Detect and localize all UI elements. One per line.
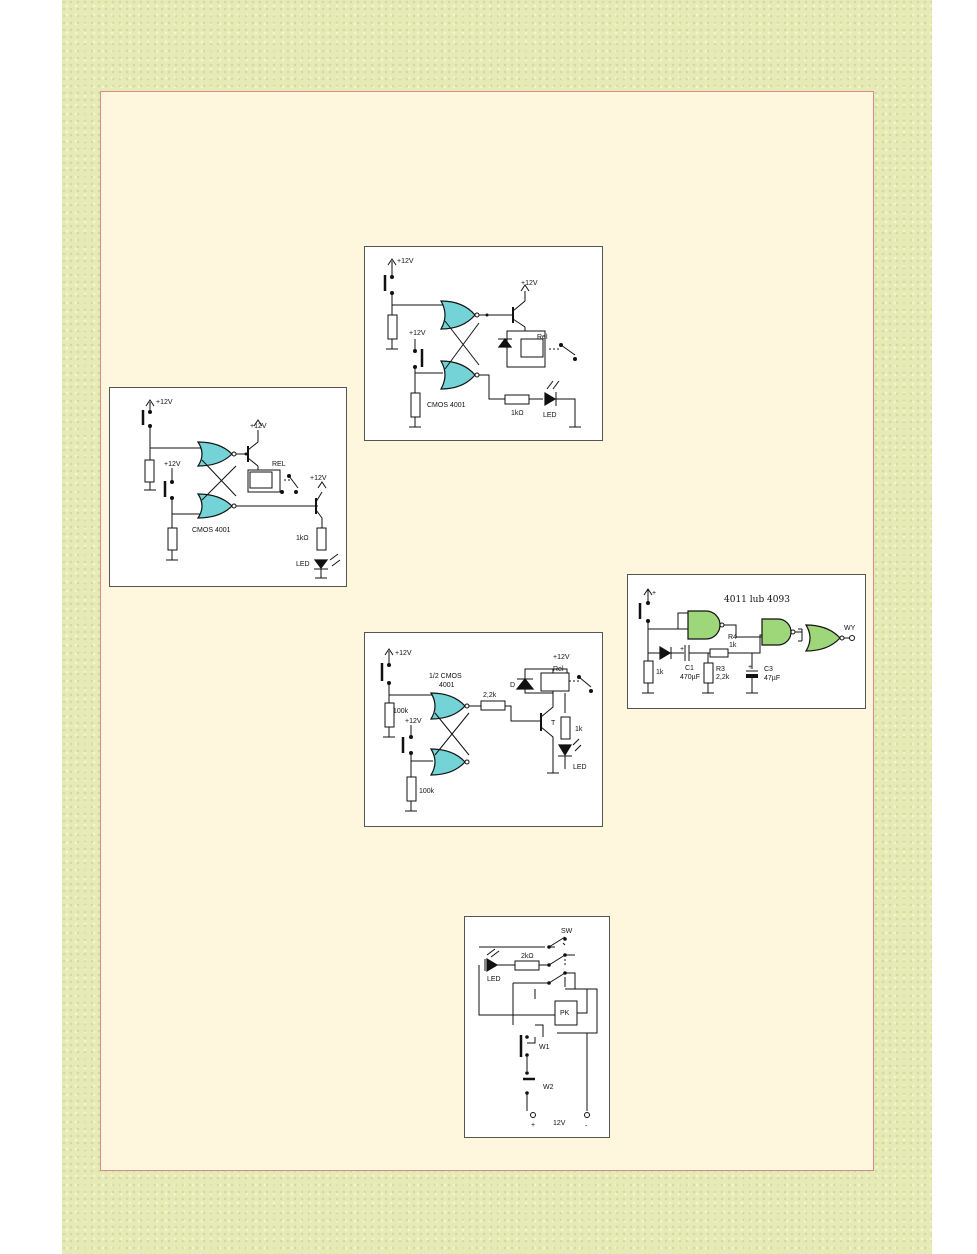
label-r-base: 2,2k [483,692,497,699]
label-r4-value: 1k [729,642,737,649]
label-r-led: 1k [575,726,583,733]
label-relay: Rel [537,334,548,341]
label-c3-name: C3 [764,666,773,673]
label-supply-top: +12V [395,650,412,657]
label-c1-value: 470µF [680,674,700,681]
label-r1: 1k [656,669,664,676]
diagram-title: 4011 lub 4093 [724,595,790,605]
schematic-panel-3: +12V +12V +12V 1/2 CMOS 4001 100k 100k 2… [364,632,603,827]
label-relay: Rel [553,666,564,673]
label-resistor: 2kΩ [521,953,534,960]
label-plus-2: + [748,664,752,671]
label-led: LED [543,412,557,419]
label-supply-button: +12V [405,718,422,725]
label-transistor: T [551,720,556,727]
label-ic: CMOS 4001 [427,402,466,409]
label-supply-transistor: +12V [521,280,538,287]
label-ic: CMOS 4001 [192,527,231,534]
schematic-panel-5: SW 2kΩ LED PK W1 W2 12V + - [464,916,610,1138]
label-supply: + [652,590,656,597]
label-supply-top: +12V [156,399,173,406]
label-led: LED [487,976,501,983]
label-supply-button: +12V [409,330,426,337]
schematic-panel-2: +12V +12V +12V Rel CMOS 4001 1kΩ LED [364,246,603,441]
label-output: WY [844,625,856,632]
label-supply-transistor: +12V [250,423,267,430]
label-switch: SW [561,928,573,935]
label-ic-2: 4001 [439,682,455,689]
label-resistor: 1kΩ [511,410,524,417]
label-led: LED [573,764,587,771]
label-button-1: W1 [539,1044,550,1051]
label-r4-name: R4 [728,634,737,641]
label-minus: - [585,1123,588,1130]
schematic-panel-1: +12V +12V +12V +12V REL CMOS 4001 1kΩ LE… [109,387,347,587]
label-voltage: 12V [553,1120,566,1127]
label-plus-1: + [680,646,684,653]
label-r-top: 100k [393,708,409,715]
label-c3-value: 47µF [764,675,780,682]
label-r3-name: R3 [716,666,725,673]
label-ic-1: 1/2 CMOS [429,673,462,680]
label-supply-top: +12V [397,258,414,265]
label-supply-relay: +12V [553,654,570,661]
schematic-2-drawing: +12V +12V +12V Rel CMOS 4001 1kΩ LED [383,258,581,428]
label-resistor: 1kΩ [296,535,309,542]
schematic-5-drawing: SW 2kΩ LED PK W1 W2 12V + - [478,928,598,1130]
label-c1-name: C1 [685,665,694,672]
label-plus: + [531,1122,535,1129]
label-button-2: W2 [543,1084,554,1091]
label-led: LED [296,561,310,568]
label-supply-transistor-2: +12V [310,475,327,482]
schematic-panel-4: 4011 lub 4093 + WY 1k C1 470µF R4 1k R3 … [627,574,866,709]
schematic-1-drawing: +12V +12V +12V +12V REL CMOS 4001 1kΩ LE… [141,399,341,579]
label-r-bottom: 100k [419,788,435,795]
schematic-3-drawing: +12V +12V +12V 1/2 CMOS 4001 100k 100k 2… [380,648,593,812]
schematic-4-drawing: 4011 lub 4093 + WY 1k C1 470µF R4 1k R3 … [638,588,856,694]
label-supply-button: +12V [164,461,181,468]
label-relay: PK [560,1010,570,1017]
label-r3-value: 2,2k [716,674,730,681]
label-relay: REL [272,461,286,468]
label-diode: D [510,682,515,689]
